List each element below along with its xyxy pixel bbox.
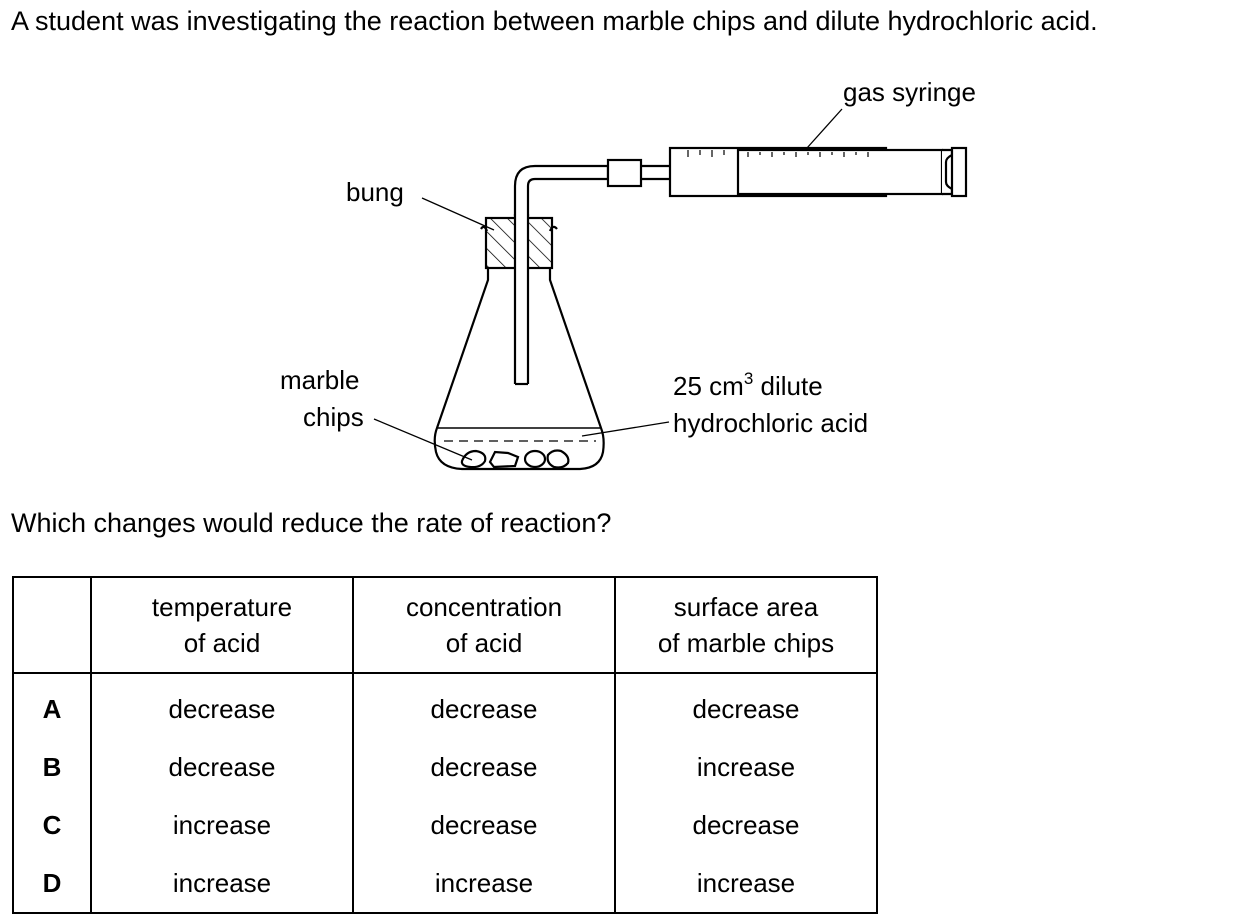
- table-cell: decrease: [614, 796, 877, 854]
- option-letter[interactable]: C: [42, 809, 62, 840]
- label-gas-syringe: gas syringe: [843, 77, 976, 107]
- option-row-a[interactable]: A decrease decrease decrease: [13, 673, 877, 738]
- table-cell: decrease: [352, 796, 615, 854]
- header-concentration: concentration of acid: [352, 577, 615, 674]
- option-letter[interactable]: D: [42, 867, 62, 898]
- acid-volume-superscript: 3: [744, 369, 753, 388]
- answer-options-table: temperature of acid concentration of aci…: [12, 576, 878, 914]
- label-hydrochloric-acid: hydrochloric acid: [673, 408, 868, 438]
- option-row-d[interactable]: D increase increase increase: [13, 854, 877, 913]
- syringe-scale: [687, 150, 869, 157]
- apparatus-diagram: gas syringe bung marble chips 25 cm3 dil…: [280, 77, 976, 471]
- table-cell: decrease: [352, 673, 615, 738]
- header-option-blank: [13, 577, 91, 674]
- table-cell: increase: [90, 796, 353, 854]
- header-surface-area: surface area of marble chips: [614, 577, 877, 674]
- table-cell: increase: [90, 854, 353, 913]
- table-cell: increase: [614, 854, 877, 913]
- header-line: temperature: [151, 592, 293, 622]
- gas-syringe: [668, 146, 968, 198]
- acid-volume-dilute: dilute: [753, 371, 822, 401]
- header-line: of marble chips: [657, 628, 835, 658]
- table-cell: decrease: [614, 673, 877, 738]
- delivery-tube: [513, 164, 610, 386]
- label-acid-volume: 25 cm3 dilute: [673, 369, 823, 401]
- label-leader-lines: [373, 108, 843, 461]
- label-chips: chips: [303, 402, 364, 432]
- acid-volume-value: 25 cm: [673, 371, 744, 401]
- table-cell: increase: [614, 738, 877, 796]
- header-line: of acid: [445, 628, 523, 658]
- header-line: concentration: [405, 592, 563, 622]
- question-stem: Which changes would reduce the rate of r…: [11, 508, 612, 538]
- marble-chips: [460, 449, 570, 469]
- header-temperature: temperature of acid: [90, 577, 353, 674]
- option-letter[interactable]: A: [42, 693, 62, 724]
- hydrochloric-acid: [438, 427, 600, 442]
- option-letter[interactable]: B: [42, 751, 62, 782]
- label-marble: marble: [280, 365, 359, 395]
- option-row-c[interactable]: C increase decrease decrease: [13, 796, 877, 854]
- header-line: of acid: [183, 628, 261, 658]
- label-bung: bung: [346, 177, 404, 207]
- header-line: surface area: [673, 592, 819, 622]
- table-cell: increase: [352, 854, 615, 913]
- tube-connector: [606, 158, 670, 188]
- table-cell: decrease: [352, 738, 615, 796]
- table-header-row: temperature of acid concentration of aci…: [13, 577, 877, 674]
- table-cell: decrease: [90, 673, 353, 738]
- question-intro: A student was investigating the reaction…: [11, 6, 1098, 36]
- option-row-b[interactable]: B decrease decrease increase: [13, 738, 877, 796]
- table-cell: decrease: [90, 738, 353, 796]
